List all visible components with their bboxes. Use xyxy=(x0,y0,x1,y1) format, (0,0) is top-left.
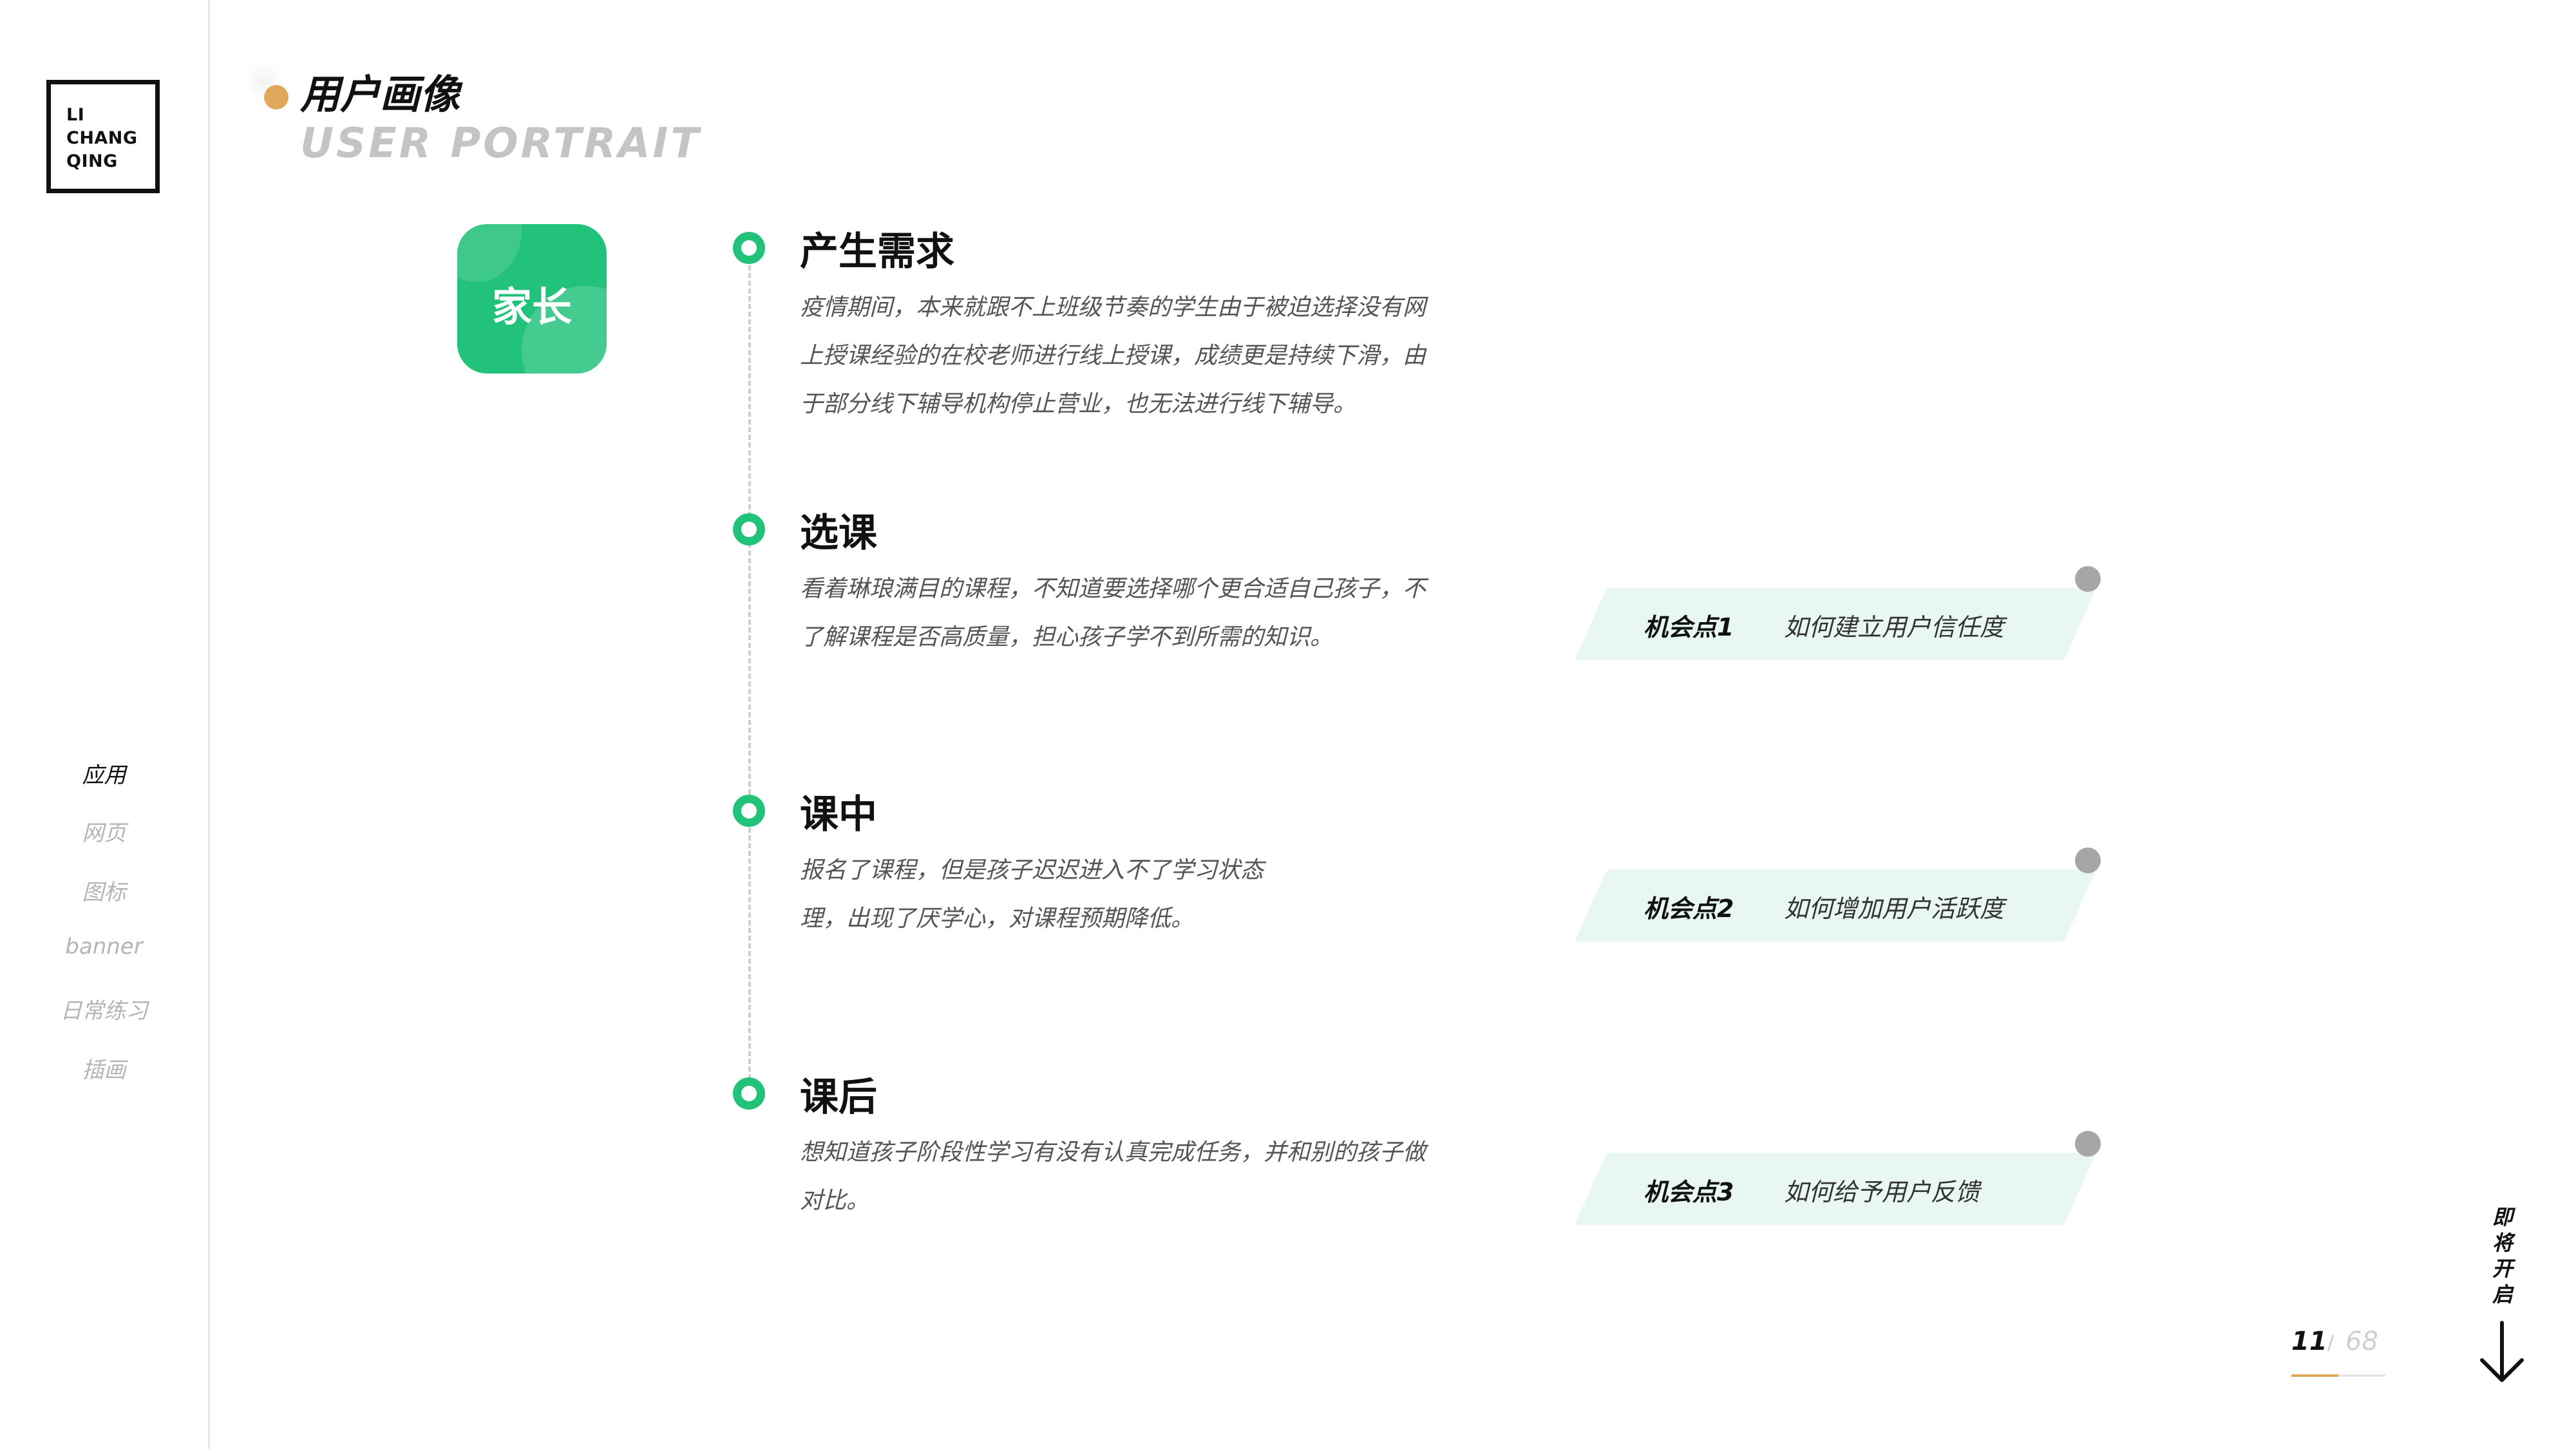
nav-item-illustration[interactable]: 插画 xyxy=(82,1057,126,1083)
persona-card: 家长 xyxy=(457,224,607,374)
timeline-node xyxy=(733,1077,765,1110)
stage-desc-line: 疫情期间，本来就跟不上班级节奏的学生由于被迫选择没有网 xyxy=(800,294,1426,321)
opportunity-key: 机会点2 xyxy=(1643,895,1734,923)
opportunity-dot xyxy=(2075,566,2101,592)
logo-line-1: LI xyxy=(66,105,85,125)
stage-title: 选课 xyxy=(800,511,877,556)
stage-desc-line: 于部分线下辅导机构停止营业，也无法进行线下辅导。 xyxy=(800,391,1357,417)
opportunity-card: 机会点1 如何建立用户信任度 xyxy=(1575,566,2101,660)
timeline-line xyxy=(748,258,751,1095)
stage-desc-line: 看着琳琅满目的课程，不知道要选择哪个更合适自己孩子，不 xyxy=(800,576,1426,602)
persona-label: 家长 xyxy=(491,283,572,330)
nav-item-apps[interactable]: 应用 xyxy=(82,762,126,788)
coming-soon-char: 启 xyxy=(2492,1282,2513,1307)
page-progress-fill xyxy=(2291,1374,2338,1377)
stage-desc-line: 了解课程是否高质量，担心孩子学不到所需的知识。 xyxy=(800,624,1334,650)
arrow-down-icon[interactable] xyxy=(2473,1320,2531,1385)
opportunity-dot xyxy=(2075,848,2101,873)
stage-title: 课后 xyxy=(800,1075,877,1120)
opportunity-dot xyxy=(2075,1131,2101,1157)
page-total: 68 xyxy=(2345,1327,2378,1356)
opportunity-card: 机会点3 如何给予用户反馈 xyxy=(1575,1131,2101,1225)
page-subtitle: USER PORTRAIT xyxy=(300,120,701,167)
stage-desc-line: 报名了课程，但是孩子迟迟进入不了学习状态 xyxy=(800,857,1264,884)
stage-desc-line: 想知道孩子阶段性学习有没有认真完成任务，并和别的孩子做 xyxy=(800,1139,1426,1166)
timeline-node xyxy=(733,795,765,827)
nav-item-web[interactable]: 网页 xyxy=(82,820,126,846)
opportunity-value: 如何建立用户信任度 xyxy=(1784,613,2005,641)
opportunity-value: 如何给予用户反馈 xyxy=(1784,1178,1980,1206)
opportunity-key: 机会点1 xyxy=(1643,613,1734,641)
brand-logo[interactable]: LI CHANG QING xyxy=(46,80,160,193)
coming-soon-label: 即 将 开 启 xyxy=(2490,1204,2515,1307)
coming-soon-char: 开 xyxy=(2492,1256,2513,1281)
sidebar-divider xyxy=(208,0,210,1449)
page-title: 用户画像 xyxy=(300,71,460,118)
stage-description: 疫情期间，本来就跟不上班级节奏的学生由于被迫选择没有网 上授课经验的在校老师进行… xyxy=(800,283,1482,428)
page-progress-track xyxy=(2291,1374,2385,1377)
nav-item-banner[interactable]: banner xyxy=(65,934,143,960)
stage-description: 想知道孩子阶段性学习有没有认真完成任务，并和别的孩子做 对比。 xyxy=(800,1128,1482,1225)
logo-line-2: CHANG xyxy=(66,128,138,148)
timeline-node xyxy=(733,232,765,264)
stage-title: 产生需求 xyxy=(800,229,954,274)
timeline-node xyxy=(733,513,765,545)
stage-desc-line: 上授课经验的在校老师进行线上授课，成绩更是持续下滑，由 xyxy=(800,343,1426,369)
opportunity-value: 如何增加用户活跃度 xyxy=(1784,895,2005,923)
stage-title: 课中 xyxy=(800,792,877,837)
opportunity-card: 机会点2 如何增加用户活跃度 xyxy=(1575,848,2101,942)
logo-line-3: QING xyxy=(66,151,118,171)
coming-soon-char: 将 xyxy=(2492,1231,2513,1255)
title-bullet-dot xyxy=(264,85,289,109)
stage-description: 报名了课程，但是孩子迟迟进入不了学习状态 理，出现了厌学心，对课程预期降低。 xyxy=(800,846,1482,943)
nav-item-daily-practice[interactable]: 日常练习 xyxy=(60,998,148,1024)
page-separator: / xyxy=(2327,1332,2334,1354)
nav-item-icons[interactable]: 图标 xyxy=(82,880,126,905)
opportunity-key: 机会点3 xyxy=(1643,1178,1734,1206)
card-decor-circle xyxy=(457,224,522,282)
stage-description: 看着琳琅满目的课程，不知道要选择哪个更合适自己孩子，不 了解课程是否高质量，担心… xyxy=(800,565,1482,661)
coming-soon-char: 即 xyxy=(2492,1205,2513,1229)
stage-desc-line: 对比。 xyxy=(800,1188,870,1214)
page-current: 11 xyxy=(2291,1327,2327,1356)
stage-desc-line: 理，出现了厌学心，对课程预期降低。 xyxy=(800,905,1195,932)
